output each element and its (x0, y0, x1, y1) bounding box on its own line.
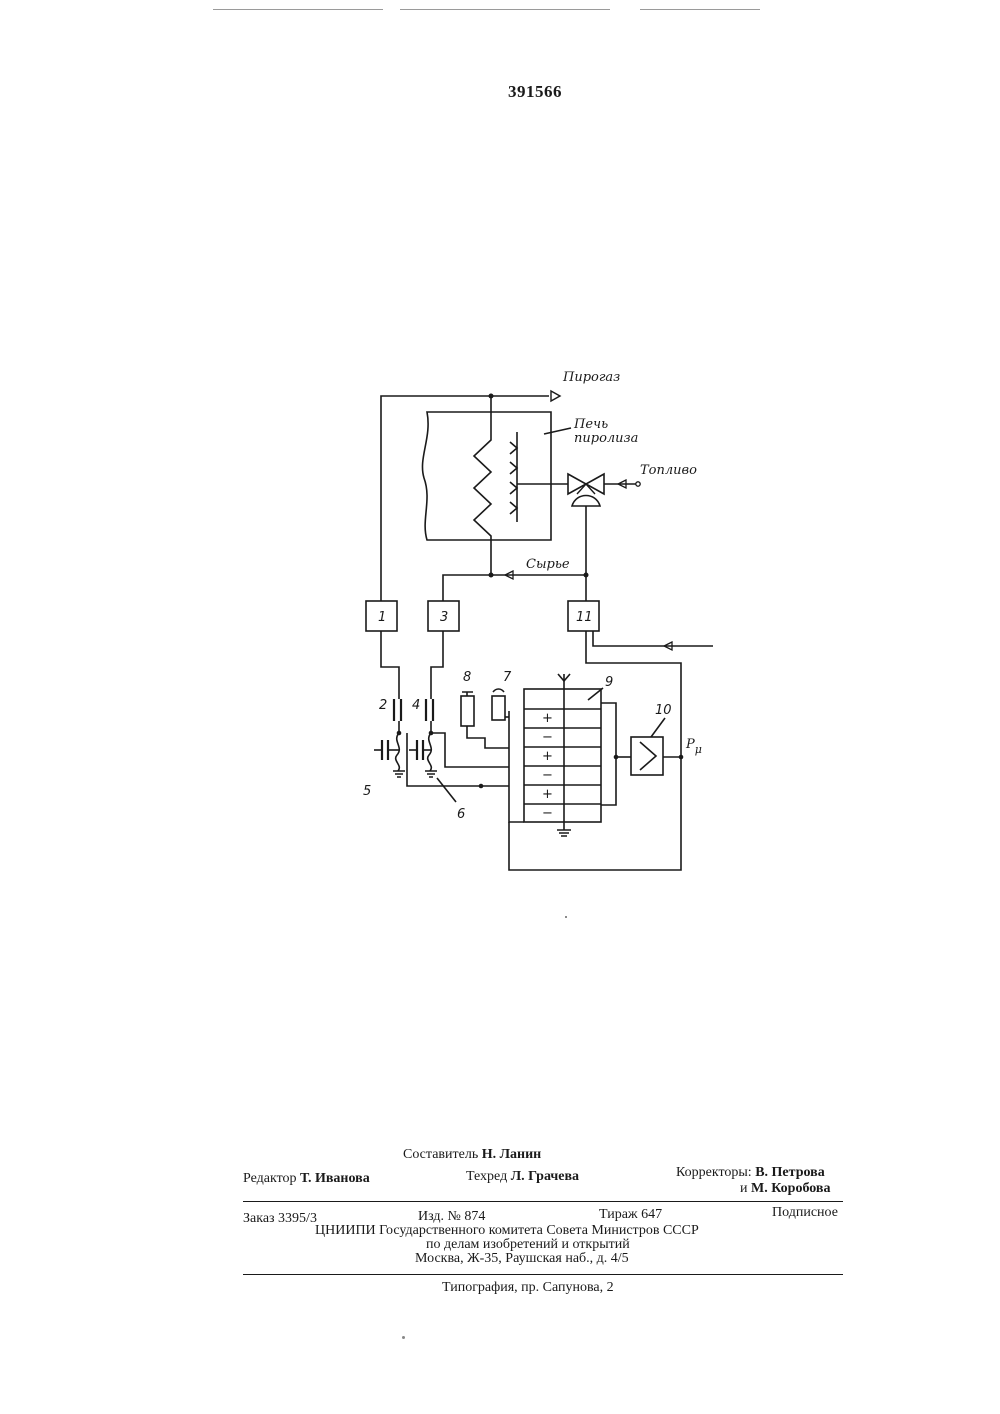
polarity-sign: − (542, 806, 553, 821)
imprint-divider-bottom (243, 1274, 843, 1275)
polarity-sign: + (542, 787, 553, 802)
editor-name: Т. Иванова (300, 1171, 370, 1186)
org-line-3: Москва, Ж-35, Раушская наб., д. 4/5 (415, 1251, 629, 1267)
corrector-and: и (740, 1181, 748, 1196)
compiler-label: Составитель (403, 1147, 478, 1162)
burner-manifold (510, 432, 570, 522)
imprint-techred: Техред Л. Грачева (466, 1169, 579, 1185)
block-9 (509, 674, 616, 836)
furnace-label-line2: пиролиза (574, 431, 638, 446)
output-label-main: P (685, 737, 695, 752)
imprint-correctors: Корректоры: В. Петрова (676, 1165, 825, 1181)
furnace-label-leader (544, 428, 571, 434)
imprint-divider-top (243, 1201, 843, 1202)
feedstock-line (443, 571, 589, 607)
element-7 (492, 689, 509, 720)
block-10-amplifier (614, 737, 684, 775)
compiler-name: Н. Ланин (482, 1147, 542, 1162)
element-7-number: 7 (503, 670, 512, 685)
techred-name: Л. Грачева (511, 1169, 579, 1184)
fuel-label: Топливо (640, 463, 697, 478)
corrector-1: В. Петрова (755, 1165, 825, 1180)
editor-label: Редактор (243, 1171, 297, 1186)
element-5-number: 5 (363, 784, 371, 799)
output-label-sub: μ (695, 743, 702, 756)
lead-block-1 (381, 631, 399, 699)
scan-speck (402, 1336, 405, 1339)
element-4-number: 4 (412, 698, 420, 713)
element-2 (394, 699, 401, 735)
polarity-sign: + (542, 749, 553, 764)
print-run: Тираж 647 (599, 1207, 662, 1223)
setpoint-input-line (593, 631, 713, 650)
feedstock-label: Сырье (526, 557, 570, 572)
polarity-sign: + (542, 711, 553, 726)
correctors-label: Корректоры: (676, 1165, 752, 1180)
imprint-correctors-2: и М. Коробова (740, 1181, 830, 1197)
pyrolysis-control-schematic: Пирогаз Печь пиролиза Топливо Сырье 1 3 (0, 0, 1000, 1000)
element-2-number: 2 (379, 698, 387, 713)
imprint-compiler: Составитель Н. Ланин (403, 1147, 541, 1163)
order-number: Заказ 3395/3 (243, 1211, 317, 1227)
element-8-number: 8 (463, 670, 471, 685)
imprint-editor: Редактор Т. Иванова (243, 1171, 370, 1187)
element-5 (374, 733, 405, 777)
printer-line: Типография, пр. Сапунова, 2 (442, 1280, 614, 1296)
block-3-number: 3 (440, 610, 448, 625)
furnace-label-line1: Печь (573, 417, 608, 432)
element-6-number: 6 (457, 807, 465, 822)
pyrogas-label: Пирогаз (562, 370, 620, 385)
subscription: Подписное (772, 1205, 838, 1221)
corrector-2: М. Коробова (751, 1181, 830, 1196)
output-label: Pμ (685, 737, 702, 756)
techred-label: Техред (466, 1169, 507, 1184)
polarity-sign: − (542, 768, 553, 783)
polarity-sign: − (542, 730, 553, 745)
element-4 (426, 699, 433, 735)
heating-coil (474, 396, 491, 575)
lead-block-3 (431, 631, 443, 699)
element-10-leader (651, 718, 665, 737)
element-10-number: 10 (655, 703, 672, 718)
element-9-number: 9 (605, 675, 613, 690)
block-1-number: 1 (378, 610, 386, 625)
fuel-control-valve (568, 474, 640, 607)
block-11-number: 11 (576, 610, 593, 625)
